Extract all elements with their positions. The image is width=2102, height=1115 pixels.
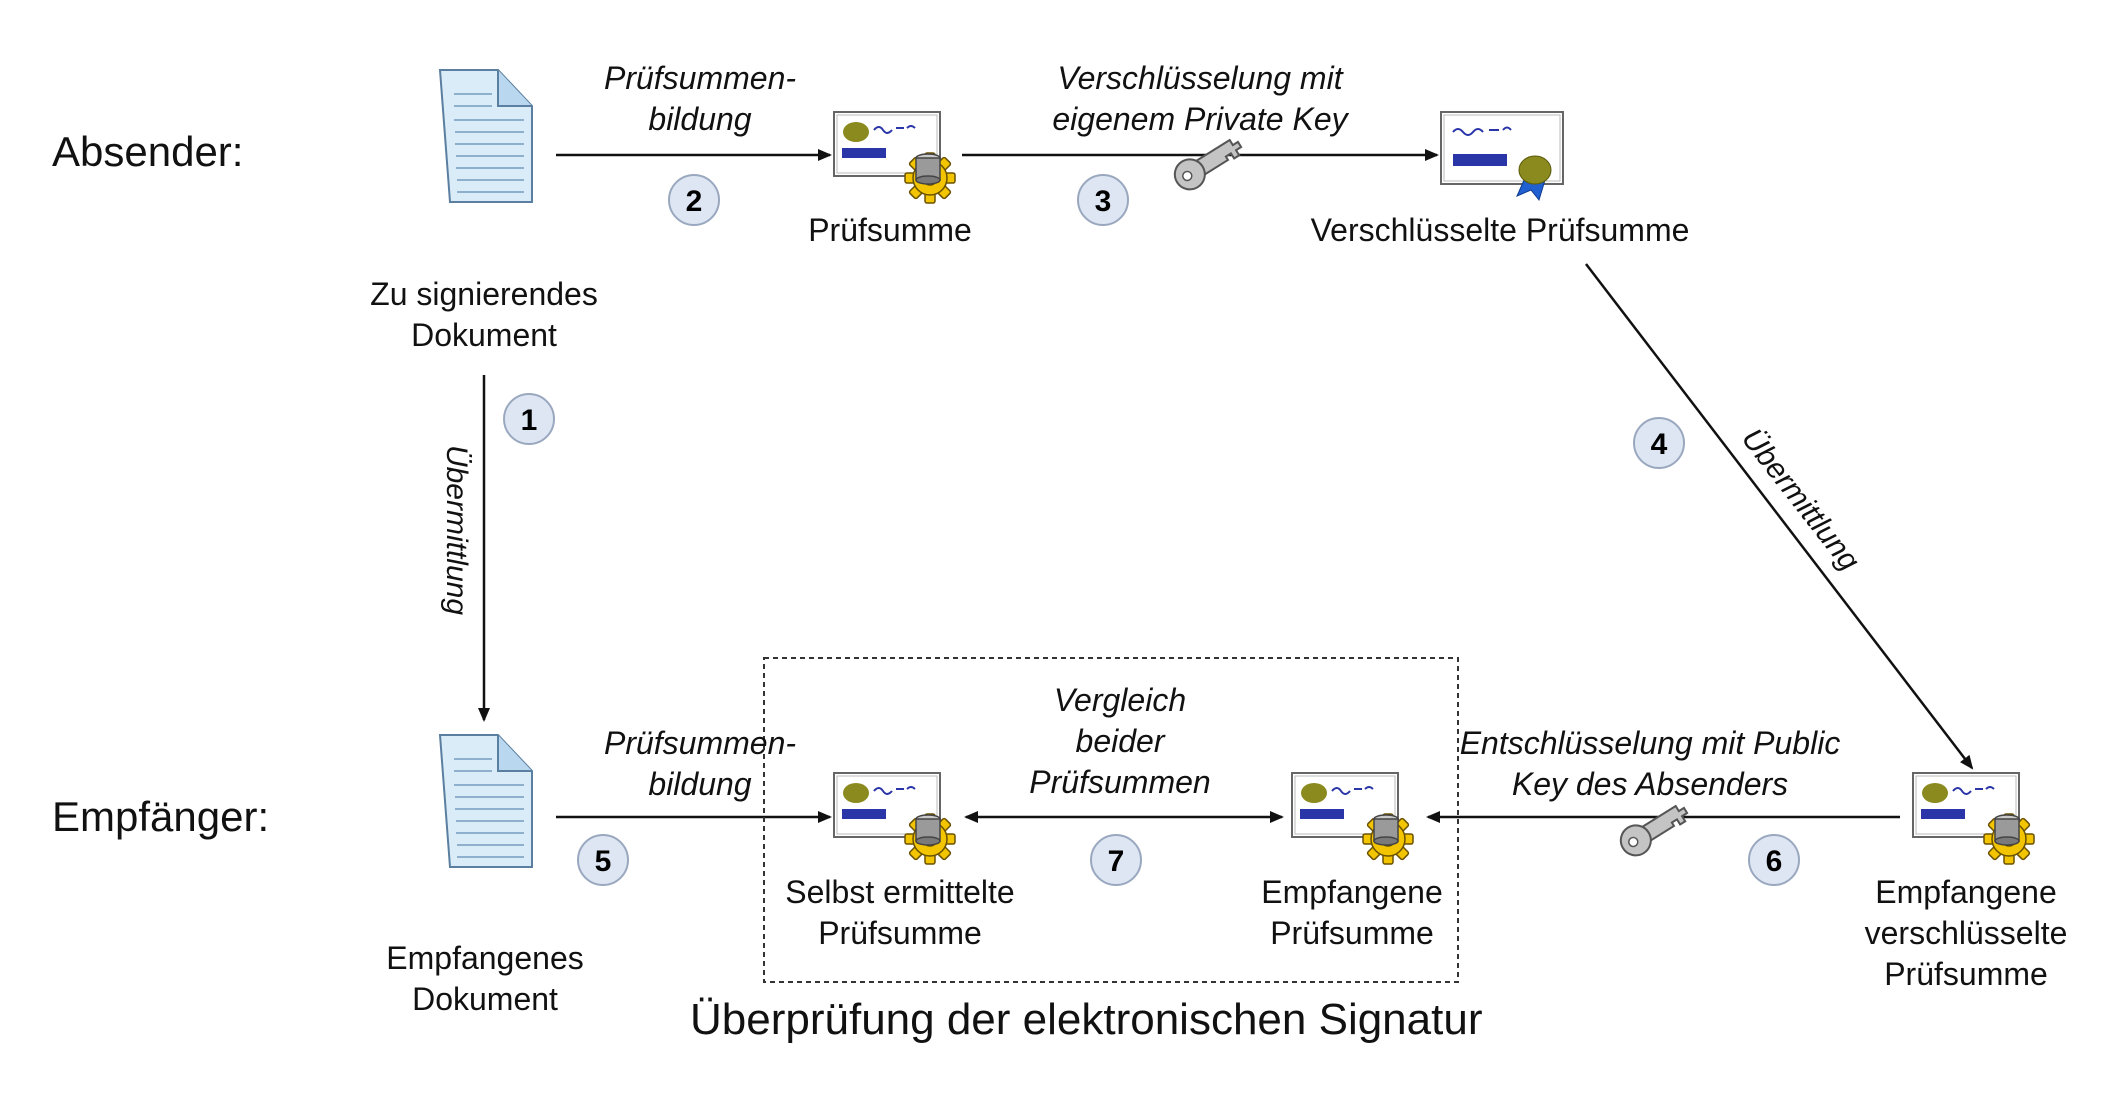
arrow-transmit-right xyxy=(1585,263,1974,770)
step-badge: 2 xyxy=(668,174,720,226)
node-label-doc-to-sign: Zu signierendes Dokument xyxy=(370,276,598,353)
node-label-received-checksum: Empfangene Prüfsumme xyxy=(1261,874,1443,951)
node-label-received-document: Empfangenes Dokument xyxy=(386,940,584,1017)
row-label-sender: Absender: xyxy=(52,128,244,175)
document-icon xyxy=(439,69,533,203)
verification-box xyxy=(763,657,1459,983)
key-icon xyxy=(1168,129,1248,197)
node-label-received-encrypted: Empfangene verschlüsselte Prüfsumme xyxy=(1864,874,2068,992)
edge-label-compare: Vergleich beider Prüfsummen xyxy=(1029,682,1211,800)
node-label-self-checksum: Selbst ermittelte Prüfsumme xyxy=(785,874,1015,951)
certificate-icon xyxy=(1440,111,1564,201)
document-icon xyxy=(439,734,533,868)
certificate-icon xyxy=(1292,773,1413,864)
step-7-label: 7 xyxy=(1108,845,1125,878)
step-1-label: 1 xyxy=(521,404,538,437)
step-3-label: 3 xyxy=(1095,185,1112,218)
certificate-icon xyxy=(834,773,955,864)
step-badge: 6 xyxy=(1748,834,1800,886)
node-label-checksum: Prüfsumme xyxy=(808,212,972,248)
step-4-label: 4 xyxy=(1651,428,1668,461)
certificate-icon xyxy=(1913,773,2034,864)
row-label-receiver: Empfänger: xyxy=(52,793,270,840)
key-icon xyxy=(1614,795,1694,863)
node-label-encrypted-checksum: Verschlüsselte Prüfsumme xyxy=(1310,212,1690,248)
certificate-icon xyxy=(834,112,955,203)
edge-label-encrypt: Verschlüsselung mit eigenem Private Key xyxy=(1052,60,1348,137)
step-5-label: 5 xyxy=(595,845,612,878)
edge-label-hash-top: Prüfsummen- bildung xyxy=(603,60,797,137)
step-badge: 4 xyxy=(1633,417,1685,469)
edge-label-decrypt: Entschlüsselung mit Public Key des Absen… xyxy=(1459,725,1841,802)
step-2-label: 2 xyxy=(686,185,703,218)
step-badge: 7 xyxy=(1090,834,1142,886)
step-6-label: 6 xyxy=(1766,845,1783,878)
step-badge: 1 xyxy=(503,393,555,445)
diagram-caption: Überprüfung der elektronischen Signatur xyxy=(690,995,1483,1044)
edge-label-transmit-left: Übermittlung xyxy=(439,440,473,620)
step-badge: 5 xyxy=(577,834,629,886)
edge-label-hash-bottom: Prüfsummen- bildung xyxy=(603,725,797,802)
step-badge: 3 xyxy=(1077,174,1129,226)
